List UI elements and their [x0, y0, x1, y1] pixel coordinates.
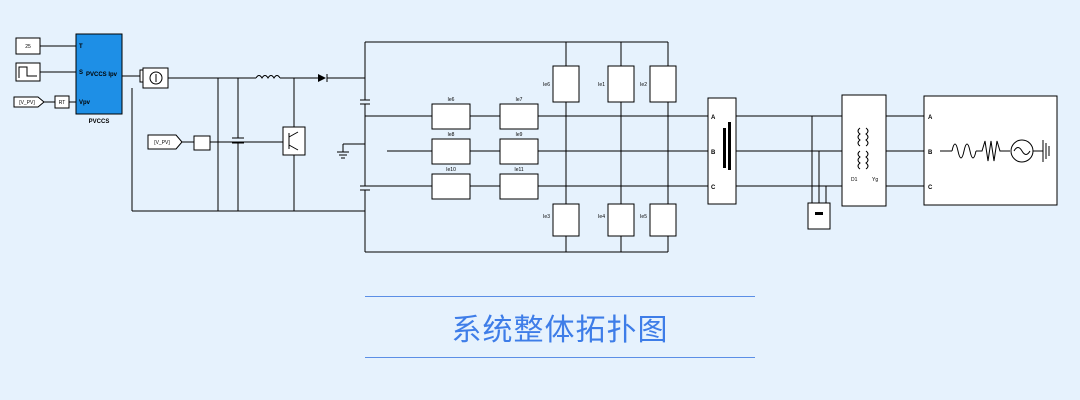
bridge-switch-ie6[interactable]: Ie6 — [431, 97, 471, 130]
pv-array-block[interactable]: T S Vpv PVCCS Ipv PVCCS — [75, 33, 123, 125]
rate-transition-block[interactable]: RT — [54, 95, 70, 109]
ground-symbol — [337, 143, 365, 159]
page-title: 系统整体拓扑图 — [365, 296, 755, 358]
bridge-switch-ie11[interactable]: Ie11 — [499, 167, 539, 200]
measurement-block[interactable] — [807, 202, 831, 230]
svg-text:B: B — [928, 150, 933, 156]
svg-text:Ie1: Ie1 — [598, 82, 605, 88]
inverter-switch-top-1[interactable]: Ie6 — [543, 65, 580, 103]
temperature-constant-block[interactable]: 25 — [15, 37, 41, 55]
svg-text:Ie3: Ie3 — [543, 214, 550, 220]
inductor — [255, 75, 281, 79]
svg-text:C: C — [711, 185, 716, 191]
svg-text:Vpv: Vpv — [79, 100, 91, 106]
svg-text:Ie6: Ie6 — [448, 97, 455, 103]
inverter-switch-bottom-1[interactable]: Ie3 — [543, 203, 580, 237]
svg-text:PVCCS Ipv: PVCCS Ipv — [86, 72, 118, 78]
bridge-switch-ie10[interactable]: Ie10 — [431, 167, 471, 200]
vpv-from-tag[interactable]: [V_PV] — [147, 134, 183, 150]
inverter-switch-bottom-3[interactable]: Ie5 — [640, 203, 677, 237]
pwm-block[interactable] — [193, 135, 211, 151]
inverter-switch-top-2[interactable]: Ie1 — [598, 65, 635, 103]
svg-text:RT: RT — [59, 100, 66, 106]
svg-text:B: B — [711, 150, 716, 156]
svg-text:Ie4: Ie4 — [598, 214, 605, 220]
svg-text:Ie9: Ie9 — [516, 132, 523, 138]
bridge-switch-ie8[interactable]: Ie8 — [431, 132, 471, 165]
svg-text:Ie2: Ie2 — [640, 82, 647, 88]
lc-filter-block[interactable]: A B C — [707, 97, 737, 205]
transformer-block[interactable]: D1 Yg — [841, 94, 887, 207]
svg-text:Ie11: Ie11 — [514, 167, 524, 173]
svg-text:Ie10: Ie10 — [446, 167, 456, 173]
svg-text:C: C — [928, 185, 933, 191]
svg-text:T: T — [79, 44, 83, 50]
svg-text:Ie8: Ie8 — [448, 132, 455, 138]
svg-text:[V_PV]: [V_PV] — [154, 140, 170, 146]
boost-igbt-switch[interactable] — [282, 126, 306, 156]
bridge-switch-ie7[interactable]: Ie7 — [499, 97, 539, 130]
svg-text:Ie5: Ie5 — [640, 214, 647, 220]
svg-text:Ie7: Ie7 — [516, 97, 523, 103]
grid-source-block[interactable]: A B C — [923, 95, 1058, 206]
inverter-switch-top-3[interactable]: Ie2 — [640, 65, 677, 103]
svg-text:D1: D1 — [851, 177, 858, 183]
svg-text:A: A — [711, 115, 716, 121]
vpv-goto-tag[interactable]: [V_PV] — [13, 96, 45, 108]
inverter-switch-bottom-2[interactable]: Ie4 — [598, 203, 635, 237]
svg-text:PVCCS: PVCCS — [89, 119, 110, 125]
svg-text:25: 25 — [25, 44, 31, 50]
bridge-switch-ie9[interactable]: Ie9 — [499, 132, 539, 165]
svg-text:A: A — [928, 115, 933, 121]
diode — [318, 74, 328, 82]
svg-text:S: S — [79, 70, 83, 76]
irradiance-signal-block[interactable] — [15, 62, 41, 82]
svg-text:Ie6: Ie6 — [543, 82, 550, 88]
svg-text:Yg: Yg — [872, 177, 878, 183]
svg-text:[V_PV]: [V_PV] — [19, 100, 35, 106]
controlled-current-source[interactable] — [142, 67, 169, 89]
